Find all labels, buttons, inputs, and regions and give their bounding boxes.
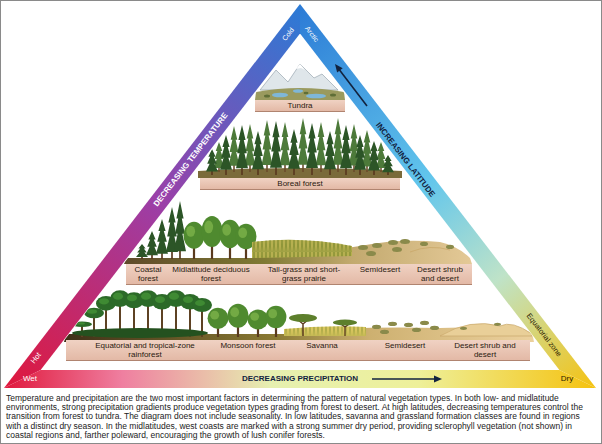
tundra-scene <box>260 64 338 90</box>
vegetation-label: Coastal forest <box>126 265 170 283</box>
midlatitude-scene <box>400 239 410 244</box>
boreal-scene <box>368 141 380 175</box>
boreal-scene <box>382 155 394 175</box>
low-latitude-scene <box>380 330 389 334</box>
vegetation-band: Tundra <box>255 100 345 112</box>
low-latitude-scene <box>228 304 249 337</box>
boreal-scene <box>198 118 402 178</box>
corner-label: Wet <box>23 375 37 383</box>
tundra-scene <box>330 94 336 97</box>
vegetation-label: Desert shrub and desert <box>452 341 518 359</box>
low-latitude-scene <box>72 328 208 338</box>
low-latitude-scene <box>460 327 467 330</box>
boreal-scene <box>298 118 309 172</box>
low-latitude-scene <box>412 328 421 332</box>
tundra-scene <box>304 92 309 95</box>
caption-box: Temperature and precipitation are the tw… <box>6 394 596 440</box>
tundra-scene <box>255 88 345 100</box>
triangle-bands <box>4 370 596 388</box>
boreal-scene <box>270 121 282 175</box>
boreal-scene <box>236 125 248 175</box>
tundra-scene <box>255 64 345 100</box>
low-latitude-scene <box>440 324 532 336</box>
tundra-scene <box>293 89 303 93</box>
midlatitude-scene <box>252 240 352 258</box>
midlatitude-scene <box>420 242 428 246</box>
corner-label: Dry <box>561 375 573 383</box>
midlatitude-scene <box>202 216 223 259</box>
midlatitude-scene <box>358 245 368 250</box>
low-latitude-scene <box>372 325 381 329</box>
vegetation-label: Tall-grass and short-grass prairie <box>258 265 350 283</box>
boreal-scene <box>220 135 232 175</box>
midlatitude-scene <box>372 243 382 248</box>
midlatitude-scene <box>184 222 205 259</box>
vegetation-scenes <box>64 64 534 342</box>
vegetation-label: Savanna <box>294 341 350 350</box>
direction-arrows <box>335 64 343 73</box>
corner-label: Dry <box>561 375 573 383</box>
boreal-scene <box>340 125 352 175</box>
vegetation-label: Monsoon forest <box>212 341 284 350</box>
low-latitude-scene <box>430 326 439 330</box>
midlatitude-scene <box>366 251 376 256</box>
midlatitude-scene <box>252 240 352 258</box>
low-latitude-scene <box>284 326 366 336</box>
midlatitude-scene <box>174 201 186 259</box>
caption-text: Temperature and precipitation are the tw… <box>6 394 596 440</box>
boreal-scene <box>324 131 336 175</box>
vegetation-band: Coastal forestMidlatitude deciduous fore… <box>126 264 472 285</box>
midlatitude-scene <box>136 244 148 259</box>
direction-arrows <box>434 376 442 383</box>
midlatitude-scene <box>446 245 454 249</box>
tundra-scene <box>264 95 270 98</box>
midlatitude-scene <box>146 231 158 259</box>
boreal-scene <box>252 131 264 175</box>
low-latitude-scene <box>284 326 366 336</box>
triangle-bands <box>4 4 300 388</box>
axis-label: DECREASING PRECIPITATION <box>242 375 358 383</box>
direction-arrows <box>372 378 436 380</box>
midlatitude-scene <box>124 201 472 264</box>
boreal-scene <box>306 123 318 175</box>
boreal-scene <box>206 149 218 175</box>
low-latitude-scene <box>420 321 429 325</box>
low-latitude-scene <box>404 323 413 327</box>
low-latitude-scene <box>289 314 317 336</box>
boreal-scene <box>354 135 366 175</box>
tundra-scene <box>296 64 305 70</box>
midlatitude-scene <box>392 247 402 252</box>
low-latitude-scene <box>494 323 501 326</box>
vegetation-label: Tundra <box>260 101 340 110</box>
axis-label: DECREASING PRECIPITATION <box>242 375 358 383</box>
vegetation-label: Equatorial and tropical-zone rainforest <box>85 341 205 359</box>
vegetation-label: Boreal forest <box>240 179 360 188</box>
low-latitude-scene <box>266 306 287 337</box>
vegetation-band: Equatorial and tropical-zone rainforest M… <box>66 340 530 361</box>
vegetation-label: Semidesert <box>375 341 435 350</box>
vegetation-label: Desert shrub and desert <box>410 265 470 283</box>
low-latitude-scene <box>388 322 397 326</box>
tundra-scene <box>272 93 288 98</box>
midlatitude-scene <box>156 219 168 259</box>
low-latitude-scene <box>333 320 357 337</box>
low-latitude-scene <box>208 308 229 337</box>
corner-label: Wet <box>23 375 37 383</box>
tundra-scene <box>306 94 326 99</box>
vegetation-label: Semidesert <box>355 265 405 274</box>
low-latitude-scene <box>64 290 534 342</box>
vegetation-label: Midlatitude deciduous forest <box>171 265 251 283</box>
boreal-scene <box>288 129 300 175</box>
midlatitude-scene <box>388 240 398 245</box>
midlatitude-scene <box>410 247 450 252</box>
triangle-bands <box>4 4 596 388</box>
low-latitude-scene <box>248 310 269 337</box>
vegetation-band: Boreal forest <box>200 178 400 190</box>
